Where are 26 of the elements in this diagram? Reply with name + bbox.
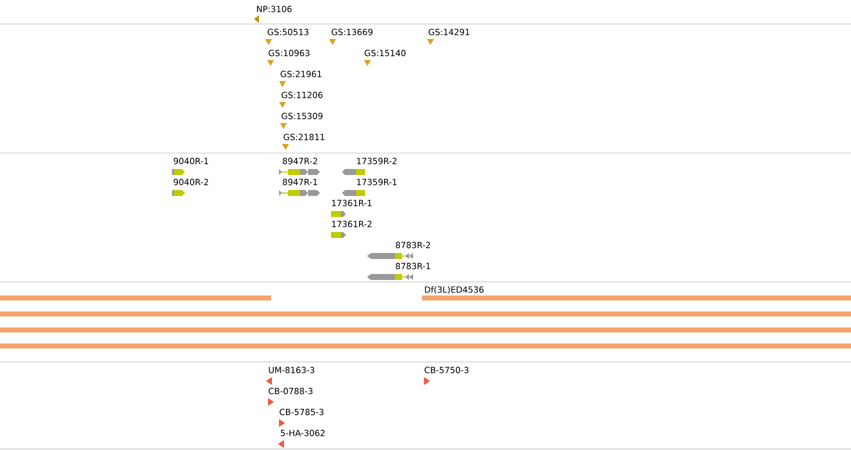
feature-label: 9040R-1 <box>174 158 208 164</box>
feature-label: GS:11206 <box>282 92 323 98</box>
feature-label: GS:13669 <box>332 28 372 36</box>
feature-label: GS:10963 <box>268 50 310 56</box>
feature-label: CB-5750-3 <box>424 366 468 374</box>
feature-label: UM-8163-3 <box>268 366 314 374</box>
feature-label: Df(3L)ED4536 <box>425 286 484 294</box>
feature-label: 8783R-1 <box>396 262 430 270</box>
feature-label: 17361R-2 <box>332 220 372 228</box>
feature-label: 8947R-1 <box>282 178 318 186</box>
feature-label: GS:15140 <box>364 50 406 56</box>
feature-label: 9040R-2 <box>174 178 208 186</box>
feature-label: NP:3106 <box>257 6 292 12</box>
feature-label: 17361R-1 <box>332 200 372 206</box>
feature-label: GS:21811 <box>284 134 324 140</box>
feature-label: 5-HA-3062 <box>280 430 325 436</box>
feature-label: GS:14291 <box>428 28 470 36</box>
feature-label: 8947R-2 <box>282 158 318 164</box>
feature-label: CB-0788-3 <box>268 388 312 394</box>
feature-label: 17359R-1 <box>357 178 396 186</box>
feature-label: 17359R-2 <box>357 158 396 164</box>
feature-label: 8783R-2 <box>396 242 430 248</box>
feature-label: CB-5785-3 <box>280 408 324 416</box>
feature-label: GS:15309 <box>282 112 322 120</box>
feature-label: GS:21961 <box>280 70 322 78</box>
feature-label: GS:50513 <box>268 28 308 36</box>
